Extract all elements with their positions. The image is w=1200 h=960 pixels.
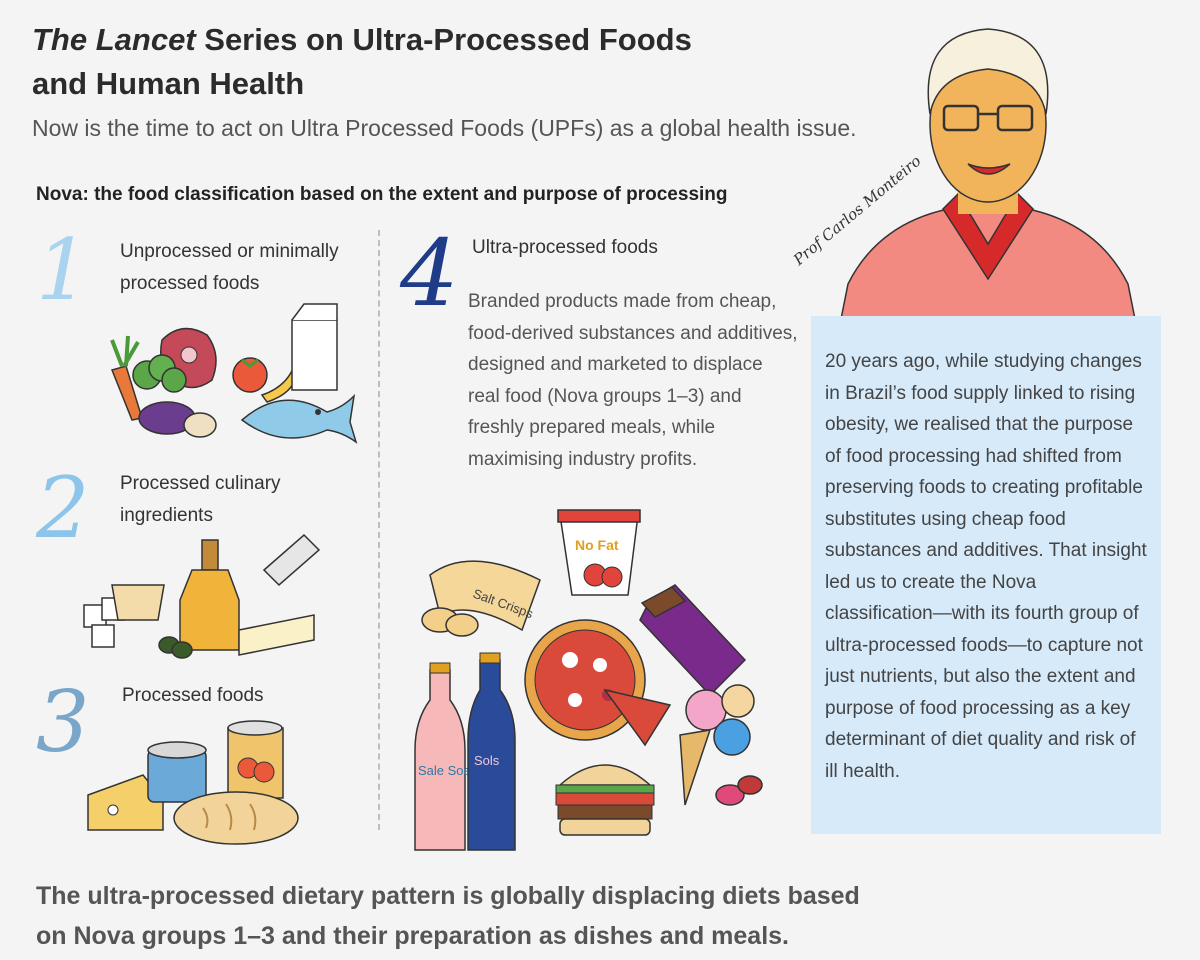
footer-line-1: The ultra-processed dietary pattern is g… [36,882,860,910]
nova-heading: Nova: the food classification based on t… [36,184,728,205]
group-3-illustration [87,720,299,845]
column-divider [378,230,380,830]
title-rest: Series on Ultra-Processed Foods [195,22,692,57]
group-3-number: 3 [36,673,90,771]
group-1-illustration [110,303,358,444]
page-title: The Lancet Series on Ultra-Processed Foo… [32,18,692,106]
group-2-illustration [83,533,321,659]
soda-right-label: Sols [474,753,500,768]
group-2-number: 2 [36,459,90,557]
professor-portrait [837,28,1139,335]
group-3-label: Processed foods [122,685,264,706]
group-1-number: 1 [36,221,90,319]
group-4-number: 4 [400,220,459,327]
group-4-illustration: Salt Crisps No Fat Sale Soe Sols [414,509,763,851]
footer-statement: The ultra-processed dietary pattern is g… [36,876,860,956]
subtitle: Now is the time to act on Ultra Processe… [32,115,857,141]
title-line2: and Human Health [32,66,305,101]
soda-left-label: Sale Soe [418,763,471,778]
quote-box: 20 years ago, while studying changes in … [811,316,1161,834]
title-italic: The Lancet [32,22,196,57]
group-1-label: Unprocessed or minimally processed foods [120,241,339,294]
footer-line-2: on Nova groups 1–3 and their preparation… [36,922,789,950]
yogurt-label: No Fat [575,537,619,553]
group-4-description: Branded products made from cheap, food-d… [468,291,798,470]
group-2-label: Processed culinary ingredients [120,473,281,526]
quote-text: 20 years ago, while studying changes in … [825,351,1147,782]
group-4-label: Ultra-processed foods [472,237,658,258]
